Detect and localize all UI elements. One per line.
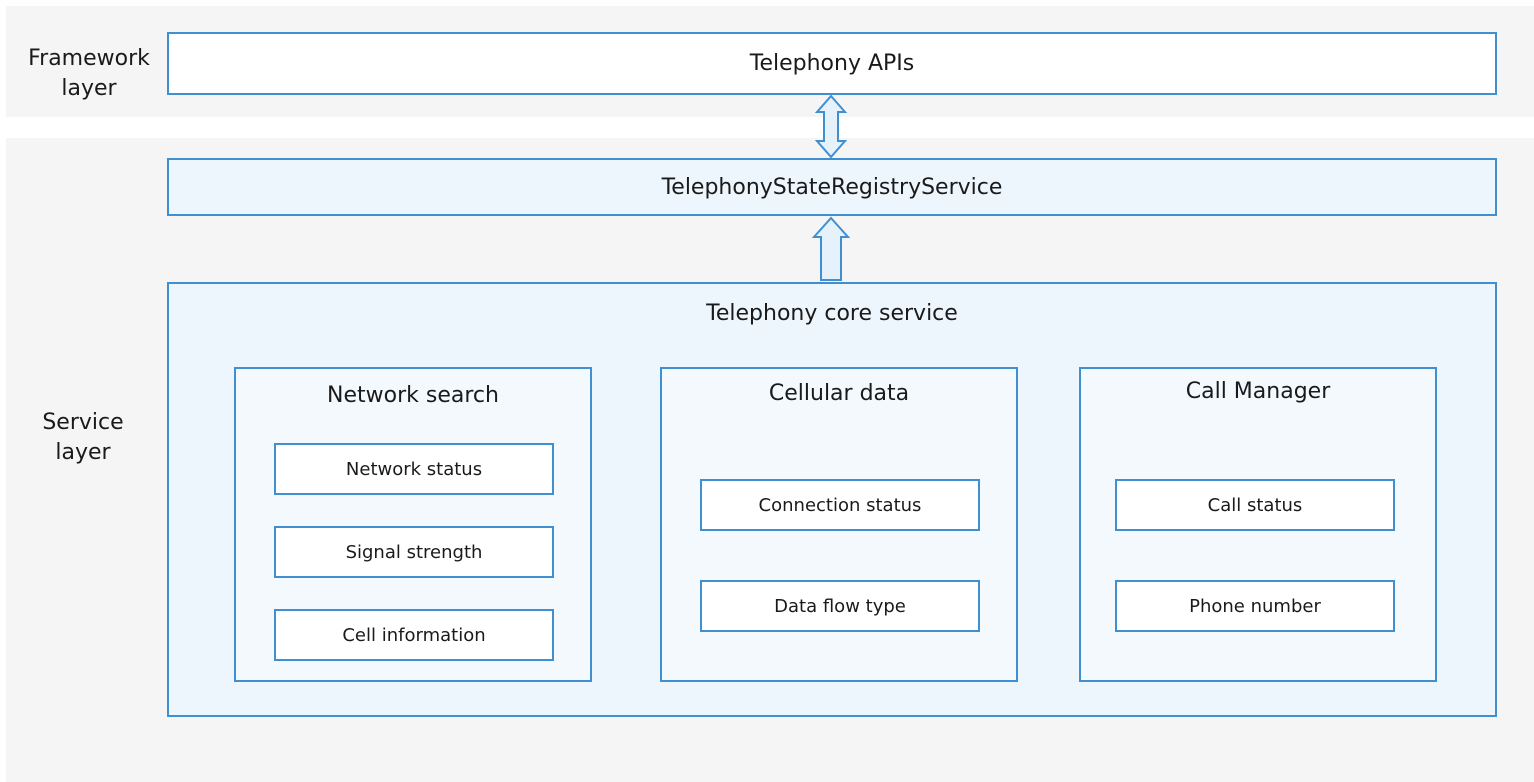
connection-status-item: Connection status	[700, 479, 980, 531]
signal-strength-item: Signal strength	[274, 526, 554, 578]
phone-number-item: Phone number	[1115, 580, 1395, 632]
call-status-item: Call status	[1115, 479, 1395, 531]
network-search-group: Network search Network status Signal str…	[234, 367, 592, 682]
network-status-label: Network status	[345, 458, 483, 480]
service-layer-label: Service layer	[42, 410, 124, 465]
network-search-title: Network search	[327, 383, 499, 408]
network-status-item: Network status	[274, 443, 554, 495]
data-flow-type-label: Data flow type	[774, 595, 906, 617]
cellular-data-title: Cellular data	[768, 381, 910, 406]
cellular-data-group: Cellular data Connection status Data flo…	[660, 367, 1018, 682]
cell-information-item: Cell information	[274, 609, 554, 661]
data-flow-type-item: Data flow type	[700, 580, 980, 632]
signal-strength-label: Signal strength	[345, 541, 483, 563]
framework-layer-label: Framework layer	[28, 46, 150, 101]
call-manager-title: Call Manager	[1185, 379, 1331, 404]
state-registry-service-box: TelephonyStateRegistryService	[167, 158, 1497, 216]
telephony-apis-box: Telephony APIs	[167, 32, 1497, 95]
connection-status-label: Connection status	[758, 494, 922, 516]
call-manager-group: Call Manager Call status Phone number	[1079, 367, 1437, 682]
call-status-label: Call status	[1207, 494, 1303, 516]
phone-number-label: Phone number	[1189, 595, 1321, 617]
bidirectional-arrow-icon	[814, 94, 848, 159]
state-registry-service-label: TelephonyStateRegistryService	[661, 174, 1003, 200]
up-arrow-icon	[811, 216, 851, 281]
cell-information-label: Cell information	[342, 624, 486, 646]
telephony-apis-label: Telephony APIs	[749, 51, 915, 76]
telephony-core-service-title: Telephony core service	[706, 301, 958, 326]
